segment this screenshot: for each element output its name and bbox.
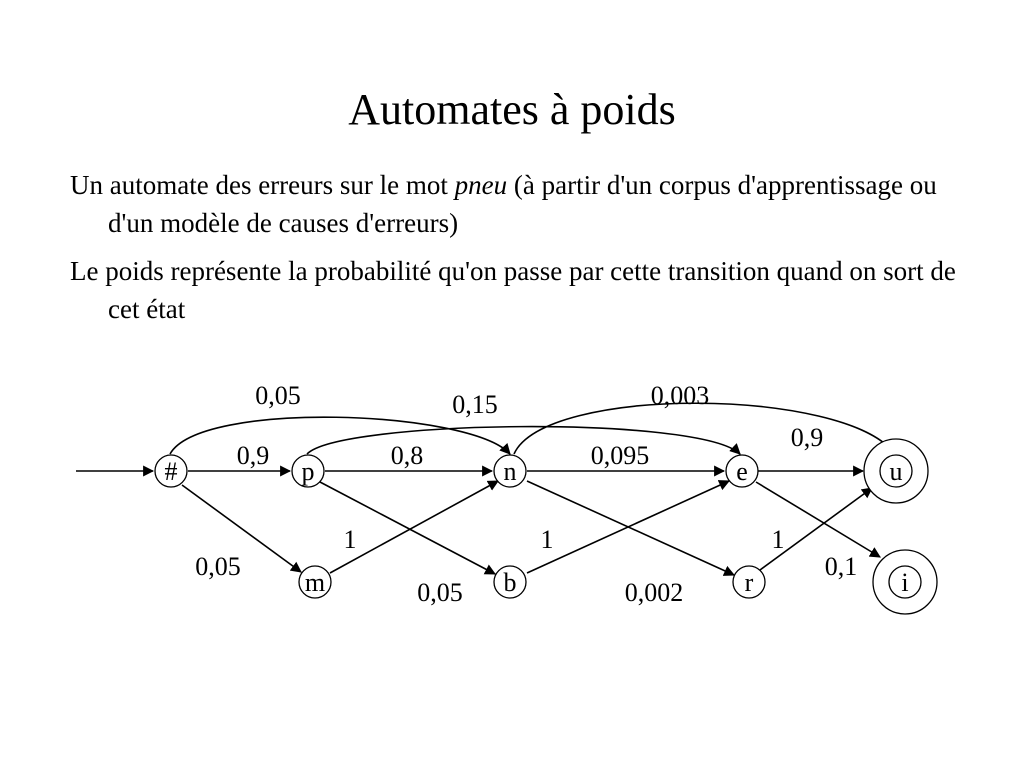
transition-m-n: 1: [329, 480, 499, 574]
state-b-label: b: [504, 568, 517, 597]
slide-text: Un automate des erreurs sur le mot pneu …: [70, 166, 970, 338]
state-n: n: [493, 454, 527, 488]
edge-m-n: [329, 480, 499, 574]
transition-n-r: 0,002: [526, 480, 736, 607]
state-u-label: u: [890, 457, 903, 486]
paragraph-poids-text: Le poids représente la probabilité qu'on…: [70, 256, 956, 324]
weight-b-e: 1: [541, 525, 554, 554]
state-r-label: r: [745, 568, 754, 597]
weight-m-n: 1: [344, 525, 357, 554]
state-n-circle: [493, 454, 527, 488]
transition-hash-p: 0,9: [188, 441, 292, 477]
state-b: b: [493, 565, 527, 599]
state-b-circle: [493, 565, 527, 599]
transition-n-e: 0,095: [527, 441, 726, 477]
transition-r-u: 1: [759, 487, 873, 571]
state-hash: #: [154, 454, 188, 488]
weight-n-e: 0,095: [591, 441, 650, 470]
paragraph-automate: Un automate des erreurs sur le mot pneu …: [70, 166, 970, 242]
state-e: e: [725, 454, 759, 488]
state-i-circle: [888, 565, 922, 599]
transition-e-i: 0,1: [755, 481, 881, 581]
transition-e-u: 0,9: [758, 423, 865, 477]
weight-n-r: 0,002: [625, 578, 684, 607]
paragraph-poids: Le poids représente la probabilité qu'on…: [70, 252, 970, 328]
edge-n-u: [513, 402, 895, 455]
state-p: p: [291, 454, 325, 488]
weight-r-u: 1: [772, 525, 785, 554]
weight-hash-p: 0,9: [237, 441, 270, 470]
transition-p-b: 0,05: [319, 481, 496, 607]
transition-b-e: 1: [526, 480, 731, 574]
state-e-circle: [725, 454, 759, 488]
state-u: u: [863, 438, 929, 504]
state-r: r: [732, 565, 766, 599]
word-pneu: pneu: [454, 170, 508, 200]
edge-p-e: [306, 425, 741, 455]
weight-hash-n: 0,05: [255, 381, 301, 410]
state-hash-circle: [154, 454, 188, 488]
state-p-label: p: [302, 457, 315, 486]
weight-e-i: 0,1: [825, 552, 858, 581]
slide-title: Automates à poids: [348, 85, 676, 134]
state-m: m: [298, 565, 332, 599]
state-i: i: [872, 549, 938, 615]
state-m-circle: [298, 565, 332, 599]
transition-hash-m: 0,05: [181, 484, 302, 581]
state-u-circle: [879, 454, 913, 488]
weight-p-e: 0,15: [452, 390, 498, 419]
edge-hash-m: [181, 484, 302, 573]
state-p-circle: [291, 454, 325, 488]
paragraph-automate-start: Un automate des erreurs sur le mot: [70, 170, 455, 200]
weight-n-u: 0,003: [651, 381, 710, 410]
weight-hash-m: 0,05: [195, 552, 241, 581]
state-m-label: m: [305, 568, 325, 597]
edge-e-i: [755, 481, 881, 558]
state-n-label: n: [504, 457, 517, 486]
weight-p-n: 0,8: [391, 441, 424, 470]
state-hash-label: #: [165, 457, 178, 486]
paragraph-automate-end: (à partir d'un corpus d'apprentissage ou…: [108, 170, 937, 238]
state-r-circle: [732, 565, 766, 599]
weight-p-b: 0,05: [417, 578, 463, 607]
edge-p-b: [319, 481, 496, 575]
edge-hash-n: [169, 416, 511, 455]
state-e-label: e: [736, 457, 748, 486]
transition-n-u: 0,003: [513, 381, 895, 455]
edge-b-e: [526, 480, 731, 574]
weight-e-u: 0,9: [791, 423, 824, 452]
state-i-label: i: [901, 568, 908, 597]
transition-hash-n: 0,05: [169, 381, 511, 455]
edge-n-r: [526, 480, 736, 576]
transition-p-n: 0,8: [325, 441, 494, 477]
transition-p-e: 0,15: [306, 390, 741, 455]
edge-r-u: [759, 487, 873, 571]
